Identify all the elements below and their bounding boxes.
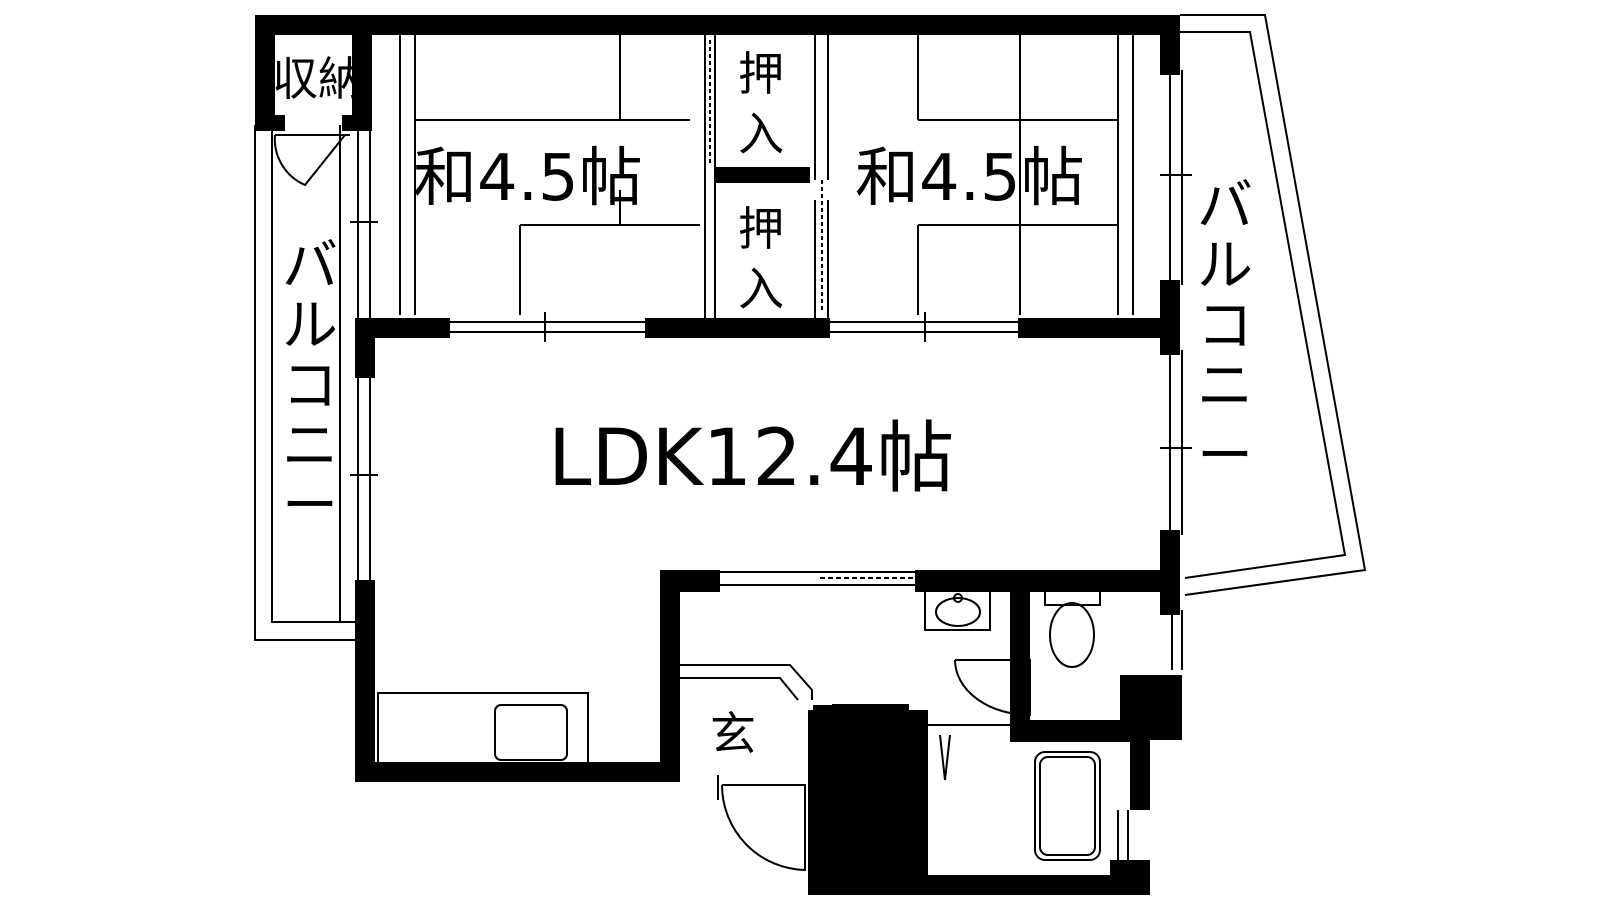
walls xyxy=(255,15,1182,895)
right-balcony-char-1: バ xyxy=(1197,174,1253,239)
closet-lower-char-1: 押 xyxy=(738,202,784,256)
genkan-label: 玄 xyxy=(710,707,756,761)
left-balcony-outline xyxy=(254,125,358,641)
right-balcony-char-3: コ xyxy=(1197,294,1253,359)
washitsu-right-label: 和4.5帖 xyxy=(855,142,1085,216)
left-balcony-char-2: ル xyxy=(282,294,338,359)
left-balcony-char-1: バ xyxy=(282,234,338,299)
closet-upper-char-2: 入 xyxy=(738,107,784,161)
closet-upper-char-1: 押 xyxy=(738,47,784,101)
ldk-label: LDK12.4帖 xyxy=(548,414,954,504)
right-balcony-char-4: ニ xyxy=(1197,354,1253,419)
left-balcony-char-3: コ xyxy=(282,354,338,419)
left-balcony-char-4: ニ xyxy=(282,414,338,479)
washitsu-left-label: 和4.5帖 xyxy=(413,142,643,216)
right-balcony-char-5: ー xyxy=(1197,424,1253,489)
right-balcony-outline xyxy=(1180,14,1367,596)
left-balcony-char-5: ー xyxy=(282,474,338,539)
thin-lines xyxy=(254,14,1367,872)
storage-label: 収納 xyxy=(272,52,364,106)
right-balcony-char-2: ル xyxy=(1197,234,1253,299)
closet-lower-char-2: 入 xyxy=(738,262,784,316)
